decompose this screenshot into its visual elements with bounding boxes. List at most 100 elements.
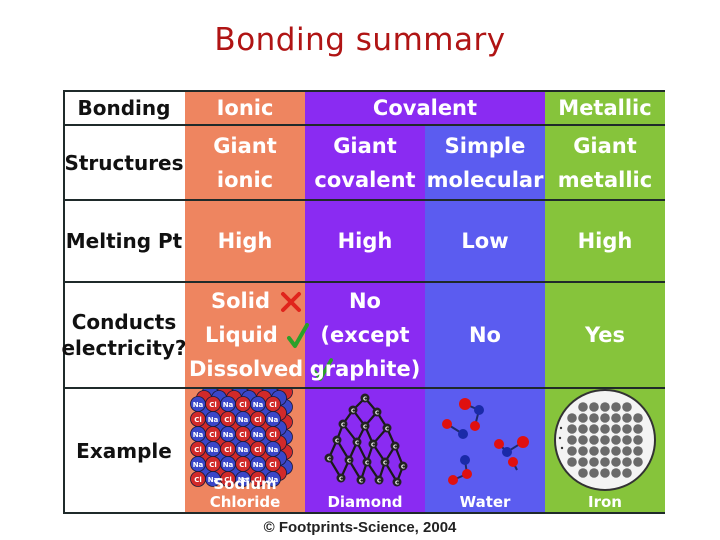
svg-text:Na: Na — [253, 431, 264, 439]
conducts-simple-molecular: No — [425, 282, 545, 388]
rule-top — [63, 90, 665, 92]
svg-text:C: C — [375, 411, 379, 417]
bonding-ionic: Ionic — [185, 90, 305, 125]
melting-giant-covalent: High — [305, 200, 425, 282]
example-simple-molecular-label: Water — [459, 493, 511, 511]
svg-text:Cl: Cl — [194, 476, 202, 484]
conducts-simple-molecular-text: No — [468, 323, 501, 347]
svg-text:Cl: Cl — [209, 401, 217, 409]
svg-text:C: C — [401, 465, 405, 471]
structure-giant-ionic-line1: Giant — [213, 133, 277, 158]
covalent-header-span — [305, 90, 545, 125]
check-mark-icon — [312, 358, 333, 381]
svg-text:Cl: Cl — [194, 446, 202, 454]
svg-text:Cl: Cl — [224, 476, 232, 484]
svg-text:C: C — [385, 427, 389, 433]
rule-4 — [63, 387, 665, 389]
svg-text:Na: Na — [223, 461, 234, 469]
svg-text:Cl: Cl — [239, 431, 247, 439]
row-header-structures-text: Structures — [64, 150, 184, 175]
row-header-bonding: Bonding — [63, 90, 185, 125]
svg-text:C: C — [335, 439, 339, 445]
conducts-ionic-liquid: Liquid — [189, 318, 310, 352]
svg-text:C: C — [395, 481, 399, 487]
conducts-giant-covalent: No (except graphite) — [305, 282, 425, 388]
svg-text:Cl: Cl — [269, 461, 277, 469]
melting-metallic-text: High — [577, 229, 633, 253]
row-header-example-text: Example — [76, 439, 172, 463]
melting-ionic-text: High — [217, 229, 273, 253]
svg-text:C: C — [341, 423, 345, 429]
bonding-metallic-text: Metallic — [558, 95, 652, 120]
conducts-ionic-liquid-text: Liquid — [205, 323, 278, 347]
rule-3 — [63, 281, 665, 283]
svg-text:C: C — [347, 459, 351, 465]
structure-giant-covalent-line1: Giant — [333, 133, 397, 158]
svg-text:Cl: Cl — [239, 461, 247, 469]
structure-giant-metallic-line1: Giant — [573, 133, 637, 158]
row-header-example: Example — [63, 388, 185, 514]
row-header-melting: Melting Pt — [63, 200, 185, 282]
svg-text:Cl: Cl — [209, 431, 217, 439]
svg-text:Na: Na — [208, 446, 219, 454]
conducts-ionic-solid: Solid — [189, 284, 303, 318]
svg-text:C: C — [363, 425, 367, 431]
structure-giant-covalent: Giant covalent — [305, 125, 425, 200]
svg-text:C: C — [377, 479, 381, 485]
svg-text:C: C — [383, 461, 387, 467]
svg-text:Cl: Cl — [254, 416, 262, 424]
svg-text:Na: Na — [268, 416, 279, 424]
bonding-summary-table: Bonding Ionic Covalent Metallic Structur… — [61, 90, 665, 514]
melting-giant-covalent-text: High — [337, 229, 393, 253]
structure-simple-molecular-line2: molecular — [426, 167, 544, 192]
svg-text:Na: Na — [253, 461, 264, 469]
row-header-structures: Structures — [63, 125, 185, 200]
svg-text:C: C — [393, 445, 397, 451]
slide-title: Bonding summary — [214, 22, 506, 58]
bonding-ionic-text: Ionic — [216, 95, 274, 120]
example-metallic: Iron — [545, 388, 665, 514]
svg-text:C: C — [327, 457, 331, 463]
svg-text:Cl: Cl — [269, 431, 277, 439]
conducts-ionic-solid-text: Solid — [211, 289, 270, 313]
conducts-ionic-dissolved: Dissolved — [189, 352, 333, 386]
svg-text:Na: Na — [223, 431, 234, 439]
structure-giant-ionic: Giant ionic — [185, 125, 305, 200]
structure-giant-covalent-line2: covalent — [314, 167, 416, 192]
svg-text:Cl: Cl — [254, 476, 262, 484]
melting-simple-molecular-text: Low — [461, 229, 509, 253]
conducts-giant-covalent-line1: No — [348, 289, 381, 313]
example-ionic-label: Sodium Chloride — [209, 475, 281, 511]
giant-covalent-column — [305, 90, 425, 514]
svg-text:Cl: Cl — [239, 401, 247, 409]
svg-text:Na: Na — [238, 416, 249, 424]
rule-bottom — [63, 512, 665, 514]
svg-text:C: C — [363, 397, 367, 403]
conducts-ionic: Solid Liquid Dissolved — [185, 282, 333, 388]
simple-molecular-column — [425, 200, 545, 514]
row-header-conducts: Conducts electricity? — [61, 282, 187, 388]
svg-text:Na: Na — [208, 416, 219, 424]
svg-text:Cl: Cl — [269, 401, 277, 409]
svg-text:Na: Na — [238, 476, 249, 484]
melting-ionic: High — [185, 200, 305, 282]
copyright-footer: © Footprints-Science, 2004 — [263, 519, 457, 536]
iron-lattice-image — [554, 389, 656, 491]
structure-simple-molecular-line1: Simple — [444, 133, 526, 158]
rule-1 — [63, 124, 665, 126]
structure-giant-ionic-line2: ionic — [216, 167, 274, 192]
svg-text:Na: Na — [208, 476, 219, 484]
row-header-conducts-line2: electricity? — [61, 336, 187, 360]
svg-text:C: C — [359, 479, 363, 485]
svg-text:Cl: Cl — [194, 416, 202, 424]
svg-text:C: C — [371, 443, 375, 449]
bonding-metallic: Metallic — [545, 90, 665, 125]
melting-metallic: High — [545, 200, 665, 282]
bonding-covalent: Covalent — [305, 90, 545, 125]
conducts-ionic-dissolved-text: Dissolved — [189, 357, 304, 381]
svg-text:Na: Na — [238, 446, 249, 454]
row-header-bonding-text: Bonding — [77, 95, 171, 120]
